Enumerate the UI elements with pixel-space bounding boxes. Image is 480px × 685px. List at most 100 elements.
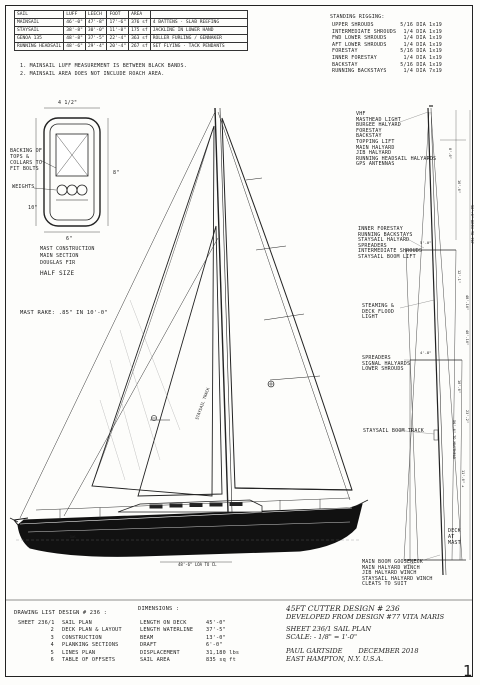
rigging-name: AFT LOWER SHROUDS bbox=[332, 41, 387, 48]
caption-line: HALF SIZE bbox=[40, 270, 75, 277]
caption-line: MAIN SECTION bbox=[40, 253, 79, 259]
label: SPREADERS bbox=[358, 242, 387, 249]
design-title: 45FT CUTTER DESIGN # 236 bbox=[286, 604, 400, 613]
label: MAIN BOOM GOOSENECK bbox=[362, 559, 423, 565]
mast-section-dim-side-upper: 8" bbox=[113, 170, 120, 176]
loa-label: 48'-6" LOA TO CL bbox=[178, 562, 217, 567]
staysail bbox=[137, 225, 223, 497]
rigging-spec: 5/16 DIA 1x19 bbox=[400, 48, 442, 55]
dimension-label: SAIL AREA bbox=[140, 657, 170, 664]
mast-labels-boom-track: STAYSAIL BOOM TRACK bbox=[363, 428, 424, 434]
mast-dim-label: 58'-0" DECK TO TOP bbox=[470, 205, 474, 244]
table-row: STAYSAIL 38'-8" 30'-0" 11'-8" 175 sf JAC… bbox=[13, 26, 248, 35]
dimension-label: LENGTH ON DECK bbox=[140, 620, 187, 626]
dimension-label: DISPLACEMENT bbox=[140, 649, 180, 656]
sheet-name: DECK PLAN & LAYOUT bbox=[62, 627, 122, 634]
label: INTERMEDIATE SHROUDS bbox=[358, 248, 423, 255]
mast-labels-inner-forestay: INNER FORESTAY RUNNING BACKSTAYS STAYSAI… bbox=[358, 226, 423, 261]
genoa bbox=[91, 125, 215, 497]
rigging-name: BACKSTAY bbox=[332, 61, 358, 68]
dimension-value: 37'-5" bbox=[206, 627, 226, 634]
rigging-name: RUNNING BACKSTAYS bbox=[332, 68, 387, 75]
signature-row: PAUL GARTSIDE DECEMBER 2018 bbox=[286, 647, 444, 655]
rigging-name: INNER FORESTAY bbox=[332, 54, 377, 61]
table-cell: SET FLYING · TACK PENDANTS bbox=[149, 42, 248, 51]
label: MAIN HALYARD bbox=[356, 144, 395, 151]
mast-dim-label: 12'-1" bbox=[457, 270, 461, 283]
table-cell: RUNNING HEADSAIL bbox=[13, 42, 65, 51]
mast-section-dim-bottom: 6" bbox=[66, 236, 73, 242]
leader-lines bbox=[395, 111, 441, 567]
label: VHF bbox=[356, 111, 366, 117]
label: MAIN HALYARD WINCH bbox=[362, 564, 420, 571]
label: STAYSAIL BOOM TRACK bbox=[363, 428, 424, 434]
mast-labels-spreaders: SPREADERS SIGNAL HALYARDS LOWER SHROUDS bbox=[362, 355, 410, 373]
dimension-value: 31,180 lbs bbox=[206, 649, 240, 656]
label: STAYSAIL HALYARD bbox=[358, 237, 410, 244]
rigging-name: UPPER SHROUDS bbox=[332, 22, 374, 28]
dimension-value: 13'-0" bbox=[206, 634, 226, 641]
mast-dim-label: 10'-0" bbox=[457, 380, 461, 393]
mast-dim-label: 48'-10" bbox=[465, 295, 469, 310]
label: GPS ANTENNAS bbox=[356, 161, 395, 168]
mast-rake-note: MAST RAKE: .85" IN 10'-0" bbox=[20, 310, 108, 316]
sail-shading bbox=[99, 299, 181, 481]
label: BACKSTAY bbox=[356, 133, 382, 140]
dimension-value: 45'-0" bbox=[206, 620, 226, 626]
sheet-name: LINES PLAN bbox=[62, 649, 96, 656]
list-item: DISPLACEMENT 31,180 lbs bbox=[140, 650, 239, 657]
mast-dim-label: 40'-10" bbox=[465, 330, 469, 345]
label: INNER FORESTAY bbox=[358, 226, 403, 232]
mast-section-dim-top: 4 1/2" bbox=[58, 100, 78, 106]
standing-rigging-lines bbox=[19, 111, 351, 519]
sheet-name: SAIL PLAN bbox=[62, 620, 92, 626]
label: RUNNING HEADSAIL HALYARDS bbox=[356, 155, 437, 162]
designer-signature: PAUL GARTSIDE bbox=[286, 647, 343, 655]
rigging-spec: 5/16 DIA 1x19 bbox=[400, 22, 442, 28]
sheet-scale: SCALE: - 1/8" = 1'-0" bbox=[286, 633, 357, 641]
label: JIB HALYARD WINCH bbox=[362, 570, 417, 577]
list-item: LENGTH ON DECK 45'-0" bbox=[140, 620, 239, 627]
rigging-spec: 5/16 DIA 1x19 bbox=[400, 61, 442, 68]
note-luff: 1. MAINSAIL LUFF MEASUREMENT IS BETWEEN … bbox=[20, 63, 187, 69]
dimension-label: BEAM bbox=[140, 634, 154, 641]
sheet-name: PLANKING SECTIONS bbox=[62, 642, 119, 649]
table-row: RUNNING HEADSAIL 48'-6" 29'-4" 20'-4" 26… bbox=[13, 42, 248, 51]
rigging-name: INTERMEDIATE SHROUDS bbox=[332, 28, 397, 35]
mast bbox=[214, 107, 233, 513]
sheet-no: 6 bbox=[50, 657, 54, 664]
lifelines bbox=[35, 497, 351, 519]
drawing-border bbox=[5, 5, 473, 677]
rigging-spec: 1/4 DIA 7x19 bbox=[403, 68, 442, 75]
mast-dim-label: 11'-0" + bbox=[461, 470, 465, 488]
rigging-name: FWD LOWER SHROUDS bbox=[332, 35, 387, 42]
mast-labels-steaming: STEAMING & DECK FLOOD LIGHT bbox=[362, 303, 404, 321]
design-origin: DEVELOPED FROM DESIGN #77 VITA MARIS bbox=[286, 613, 445, 621]
spreader-dim: 4'-8" bbox=[420, 350, 431, 355]
label: BURGEE HALYARD bbox=[356, 122, 401, 129]
label: STAYSAIL BOOM LIFT bbox=[358, 253, 416, 260]
drawing-date: DECEMBER 2018 bbox=[358, 647, 419, 655]
mainsail bbox=[221, 117, 353, 491]
caption-line: DOUGLAS FIR bbox=[40, 260, 76, 266]
sail-table: SAIL LUFF LEECH FOOT AREA MAINSAIL 46'-0… bbox=[13, 10, 248, 51]
sheet-no: SHEET 236/1 bbox=[18, 620, 55, 626]
dimension-label: DRAFT bbox=[140, 642, 157, 649]
mast-section-label-backing: BACKING OF TOPS & COLLARS TO FIT BOLTS bbox=[10, 148, 43, 172]
standing-rigging-title: STANDING RIGGING: bbox=[330, 14, 385, 20]
label: MASTHEAD LIGHT bbox=[356, 116, 401, 123]
dimensions-title: DIMENSIONS : bbox=[138, 606, 180, 612]
label: STEAMING & DECK FLOOD LIGHT bbox=[362, 303, 395, 321]
